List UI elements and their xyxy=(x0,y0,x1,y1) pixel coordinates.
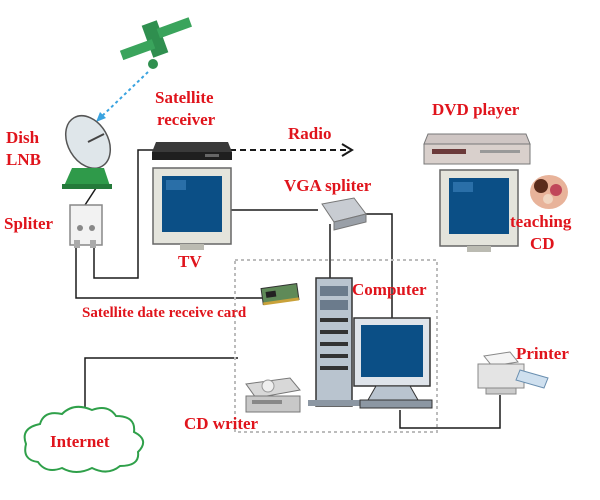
label-vga-spliter: VGA spliter xyxy=(284,176,372,195)
label-satellite-card: Satellite date receive card xyxy=(82,305,247,321)
teaching-cd-icon xyxy=(530,175,568,209)
label-printer: Printer xyxy=(516,344,569,363)
satellite-icon xyxy=(119,17,192,69)
label-satellite: Satellite xyxy=(155,88,214,107)
label-spliter: Spliter xyxy=(4,214,54,233)
dvd-tv-icon xyxy=(439,169,519,252)
label-cd: CD xyxy=(530,234,555,253)
label-teaching: teaching xyxy=(510,212,572,231)
label-receiver: receiver xyxy=(157,110,216,129)
dish-icon xyxy=(62,115,112,189)
connection-lines xyxy=(75,149,501,429)
label-tv: TV xyxy=(178,252,202,271)
computer-group-frame xyxy=(234,259,438,433)
signal-arrowhead xyxy=(96,112,106,122)
label-computer: Computer xyxy=(352,280,427,299)
tv-icon xyxy=(152,167,232,250)
cd-writer-icon xyxy=(245,377,301,413)
satellite-receiver-icon xyxy=(152,142,232,160)
printer-icon xyxy=(477,351,549,395)
spliter-icon xyxy=(69,204,103,248)
label-lnb: LNB xyxy=(6,150,41,169)
vga-spliter-icon xyxy=(321,197,367,231)
satellite-signal xyxy=(99,71,149,119)
label-radio: Radio xyxy=(288,124,332,143)
computer-tower-icon xyxy=(308,277,360,407)
dvd-player-icon xyxy=(423,133,531,165)
internet-cloud-icon xyxy=(23,405,145,473)
monitor-icon xyxy=(353,317,433,409)
label-dish: Dish xyxy=(6,128,40,147)
label-internet: Internet xyxy=(50,432,110,451)
label-dvd-player: DVD player xyxy=(432,100,520,119)
label-cd-writer: CD writer xyxy=(184,414,259,433)
satellite-card-icon xyxy=(260,283,300,306)
